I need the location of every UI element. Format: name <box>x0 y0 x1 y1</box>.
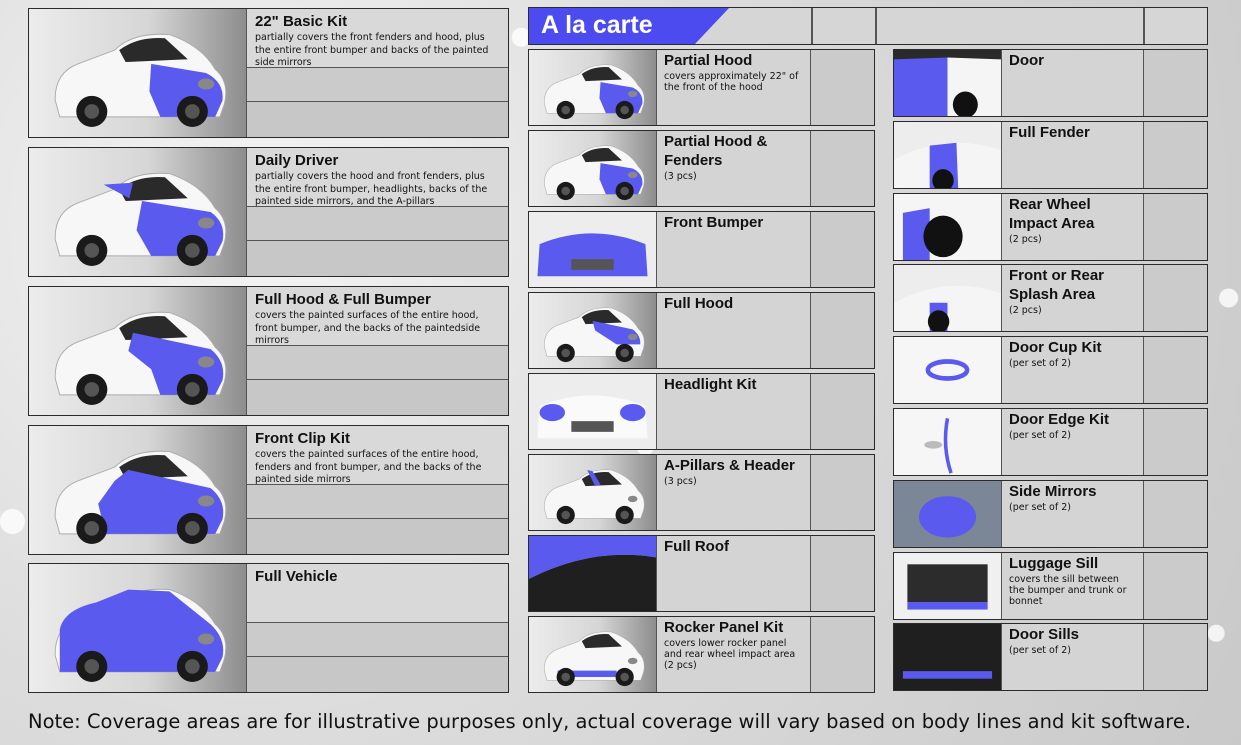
part-coverage-image <box>894 480 1002 547</box>
item-title: Door Cup Kit <box>1009 339 1102 357</box>
item-title: Side Mirrors <box>1009 482 1097 500</box>
item-title: Headlight Kit <box>664 376 757 393</box>
part-coverage-image <box>894 552 1002 619</box>
a-la-carte-header: A la carte <box>528 7 1208 45</box>
part-coverage-image <box>529 455 657 530</box>
item-title: Full Hood <box>664 295 734 312</box>
a-la-carte-item[interactable]: Partial Hood covers approximately 22" of… <box>528 49 875 126</box>
part-coverage-image <box>529 212 657 287</box>
a-la-carte-heading: A la carte <box>541 11 653 39</box>
item-description: (2 pcs) <box>1009 233 1042 245</box>
package-card[interactable]: Full Vehicle <box>28 563 509 693</box>
package-description: partially covers the hood and front fend… <box>255 171 488 207</box>
part-coverage-image <box>894 50 1002 116</box>
part-coverage-image <box>894 121 1002 188</box>
item-title: Full Fender <box>1009 123 1090 141</box>
package-description: covers the painted surfaces of the entir… <box>255 310 481 346</box>
item-description: covers approximately 22" of the front of… <box>664 71 799 93</box>
item-title: Rocker Panel Kit <box>664 619 784 636</box>
item-description: (3 pcs) <box>664 476 697 487</box>
part-coverage-image <box>529 131 657 206</box>
item-description: (per set of 2) <box>1009 645 1071 657</box>
a-la-carte-item[interactable]: Full Roof <box>528 535 875 612</box>
a-la-carte-item[interactable]: Rear Wheel Impact Area (2 pcs) <box>893 192 1208 261</box>
item-title: Front or Rear Splash Area <box>1009 267 1105 304</box>
package-card[interactable]: 22" Basic Kit partially covers the front… <box>28 8 509 138</box>
a-la-carte-item[interactable]: Front or Rear Splash Area (2 pcs) <box>893 264 1208 333</box>
item-title: Rear Wheel Impact Area <box>1009 195 1095 232</box>
item-title: Luggage Sill <box>1009 554 1099 572</box>
car-coverage-image <box>29 9 247 137</box>
a-la-carte-item[interactable]: A-Pillars & Header (3 pcs) <box>528 454 875 531</box>
item-title: Partial Hood <box>664 52 753 69</box>
package-title: Front Clip Kit <box>255 430 350 447</box>
item-description: (per set of 2) <box>1009 430 1071 441</box>
package-card[interactable]: Full Hood & Full Bumper covers the paint… <box>28 286 509 416</box>
package-title: 22" Basic Kit <box>255 13 348 30</box>
a-la-carte-item[interactable]: Rocker Panel Kit covers lower rocker pan… <box>528 616 875 693</box>
item-description: (3 pcs) <box>664 171 697 182</box>
part-coverage-image <box>529 374 657 449</box>
item-title: Partial Hood & Fenders <box>664 133 768 169</box>
a-la-carte-item[interactable]: Door Sills (per set of 2) <box>893 623 1208 692</box>
item-description: covers lower rocker panel and rear wheel… <box>664 638 796 671</box>
item-description: (per set of 2) <box>1009 358 1071 370</box>
a-la-carte-tab <box>529 8 729 44</box>
package-title: Daily Driver <box>255 152 339 169</box>
a-la-carte-item[interactable]: Door Cup Kit (per set of 2) <box>893 336 1208 405</box>
item-description: covers the sill between the bumper and t… <box>1009 573 1127 607</box>
part-coverage-image <box>894 193 1002 260</box>
part-coverage-image <box>894 337 1002 404</box>
package-card[interactable]: Daily Driver partially covers the hood a… <box>28 147 509 277</box>
a-la-carte-item[interactable]: Door Edge Kit (per set of 2) <box>893 408 1208 476</box>
item-description: (per set of 2) <box>1009 501 1071 513</box>
coverage-note: Note: Coverage areas are for illustrativ… <box>28 710 1192 733</box>
a-la-carte-item[interactable]: Front Bumper <box>528 211 875 288</box>
item-title: Door Sills <box>1009 626 1080 644</box>
a-la-carte-item[interactable]: Full Hood <box>528 292 875 369</box>
package-description: covers the painted surfaces of the entir… <box>255 449 482 485</box>
a-la-carte-item[interactable]: Luggage Sill covers the sill between the… <box>893 551 1208 620</box>
part-coverage-image <box>894 409 1002 475</box>
item-title: Door <box>1009 52 1044 69</box>
part-coverage-image <box>894 624 1002 691</box>
part-coverage-image <box>894 265 1002 332</box>
item-title: Front Bumper <box>664 214 764 231</box>
item-title: Full Roof <box>664 538 729 555</box>
car-coverage-image <box>29 287 247 415</box>
item-description: (2 pcs) <box>1009 305 1042 317</box>
package-title: Full Hood & Full Bumper <box>255 291 431 308</box>
car-coverage-image <box>29 148 247 276</box>
package-description: partially covers the front fenders and h… <box>255 32 489 68</box>
part-coverage-image <box>529 536 657 611</box>
car-coverage-image <box>29 426 247 554</box>
part-coverage-image <box>529 293 657 368</box>
a-la-carte-item[interactable]: Full Fender <box>893 120 1208 189</box>
car-coverage-image <box>29 564 247 692</box>
part-coverage-image <box>529 617 657 692</box>
package-card[interactable]: Front Clip Kit covers the painted surfac… <box>28 425 509 555</box>
a-la-carte-item[interactable]: Side Mirrors (per set of 2) <box>893 479 1208 548</box>
a-la-carte-item[interactable]: Headlight Kit <box>528 373 875 450</box>
item-title: A-Pillars & Header <box>664 457 795 474</box>
a-la-carte-item[interactable]: Partial Hood & Fenders (3 pcs) <box>528 130 875 207</box>
package-title: Full Vehicle <box>255 568 338 585</box>
item-title: Door Edge Kit <box>1009 411 1109 428</box>
a-la-carte-item[interactable]: Door <box>893 49 1208 117</box>
part-coverage-image <box>529 50 657 125</box>
